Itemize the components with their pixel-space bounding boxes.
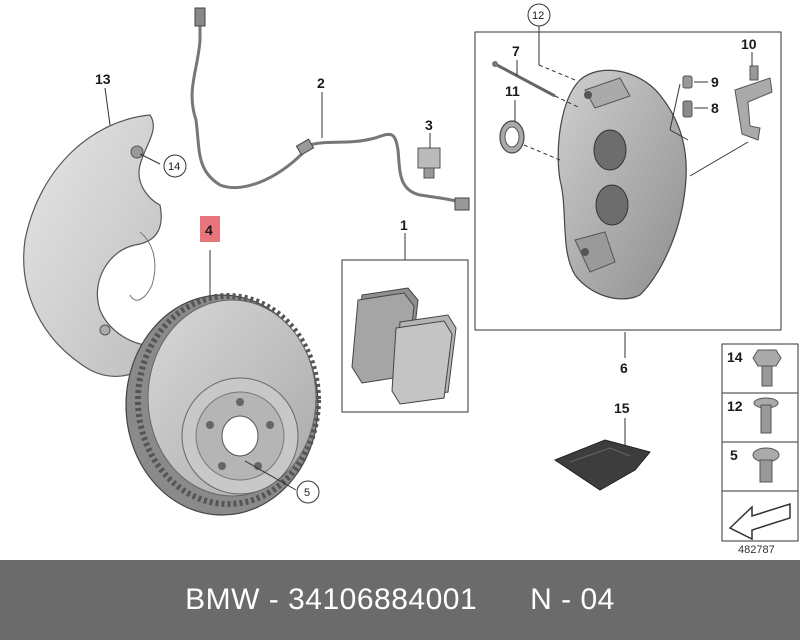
sensor-clip[interactable] <box>417 147 441 179</box>
bolt-5-icon <box>752 447 780 483</box>
parts-diagram: 13 14 2 3 4 5 <box>23 3 799 556</box>
legend-label-12: 12 <box>727 398 743 414</box>
svg-text:5: 5 <box>304 487 310 499</box>
bracket-8-9 <box>669 83 681 131</box>
highlight-badge-4 <box>200 216 220 242</box>
grease-packet[interactable] <box>553 439 651 491</box>
wear-sensor-cable[interactable] <box>190 7 470 211</box>
footer-bar: BMW - 34106884001 N - 04 <box>0 560 800 640</box>
dust-shield[interactable] <box>23 114 167 377</box>
bolt-14-icon <box>752 349 782 387</box>
callout-9: 9 <box>711 74 719 90</box>
callout-10: 10 <box>741 36 757 52</box>
svg-text:14: 14 <box>168 161 180 173</box>
footer-gap <box>477 583 530 617</box>
leader-10-b <box>689 141 749 177</box>
arrow-icon <box>728 502 791 541</box>
brake-pads-group[interactable] <box>341 259 469 413</box>
footer-note: N - 04 <box>530 583 615 616</box>
callout-circle-14: 14 <box>139 153 187 178</box>
callout-1: 1 <box>400 217 408 233</box>
callout-3: 3 <box>425 117 433 133</box>
bleeder-screw[interactable] <box>682 100 693 118</box>
seal-ring[interactable] <box>499 120 525 154</box>
callout-circle-5-disc: 5 <box>244 460 320 504</box>
bolt-12-icon <box>753 397 779 434</box>
bracket-8-9b <box>669 129 689 141</box>
callout-2: 2 <box>317 75 325 91</box>
callout-4: 4 <box>205 222 213 238</box>
callout-15: 15 <box>614 400 630 416</box>
caliper-assembly-box <box>474 31 782 331</box>
guide-bolt[interactable] <box>492 61 556 98</box>
callout-6: 6 <box>620 360 628 376</box>
hardware-legend: 14 12 5 <box>721 343 799 542</box>
reference-number: 482787 <box>738 544 775 556</box>
callout-11: 11 <box>505 83 520 99</box>
bleeder-cap[interactable] <box>682 75 693 89</box>
leader-13 <box>104 87 111 126</box>
callout-13: 13 <box>95 71 111 87</box>
brake-caliper[interactable] <box>557 69 687 300</box>
footer-brand: BMW <box>185 583 260 616</box>
legend-label-5: 5 <box>730 447 738 463</box>
callout-circle-12: 12 <box>527 3 576 81</box>
footer-separator: - <box>259 583 289 616</box>
dash-7 <box>554 95 581 109</box>
legend-label-14: 14 <box>727 349 743 365</box>
dash-11 <box>523 144 561 161</box>
callout-8: 8 <box>711 100 719 116</box>
brake-disc[interactable] <box>125 293 321 516</box>
footer-part-number: 34106884001 <box>288 583 478 616</box>
callout-7: 7 <box>512 43 520 59</box>
svg-text:12: 12 <box>532 10 544 22</box>
spring-clip[interactable] <box>734 65 773 141</box>
